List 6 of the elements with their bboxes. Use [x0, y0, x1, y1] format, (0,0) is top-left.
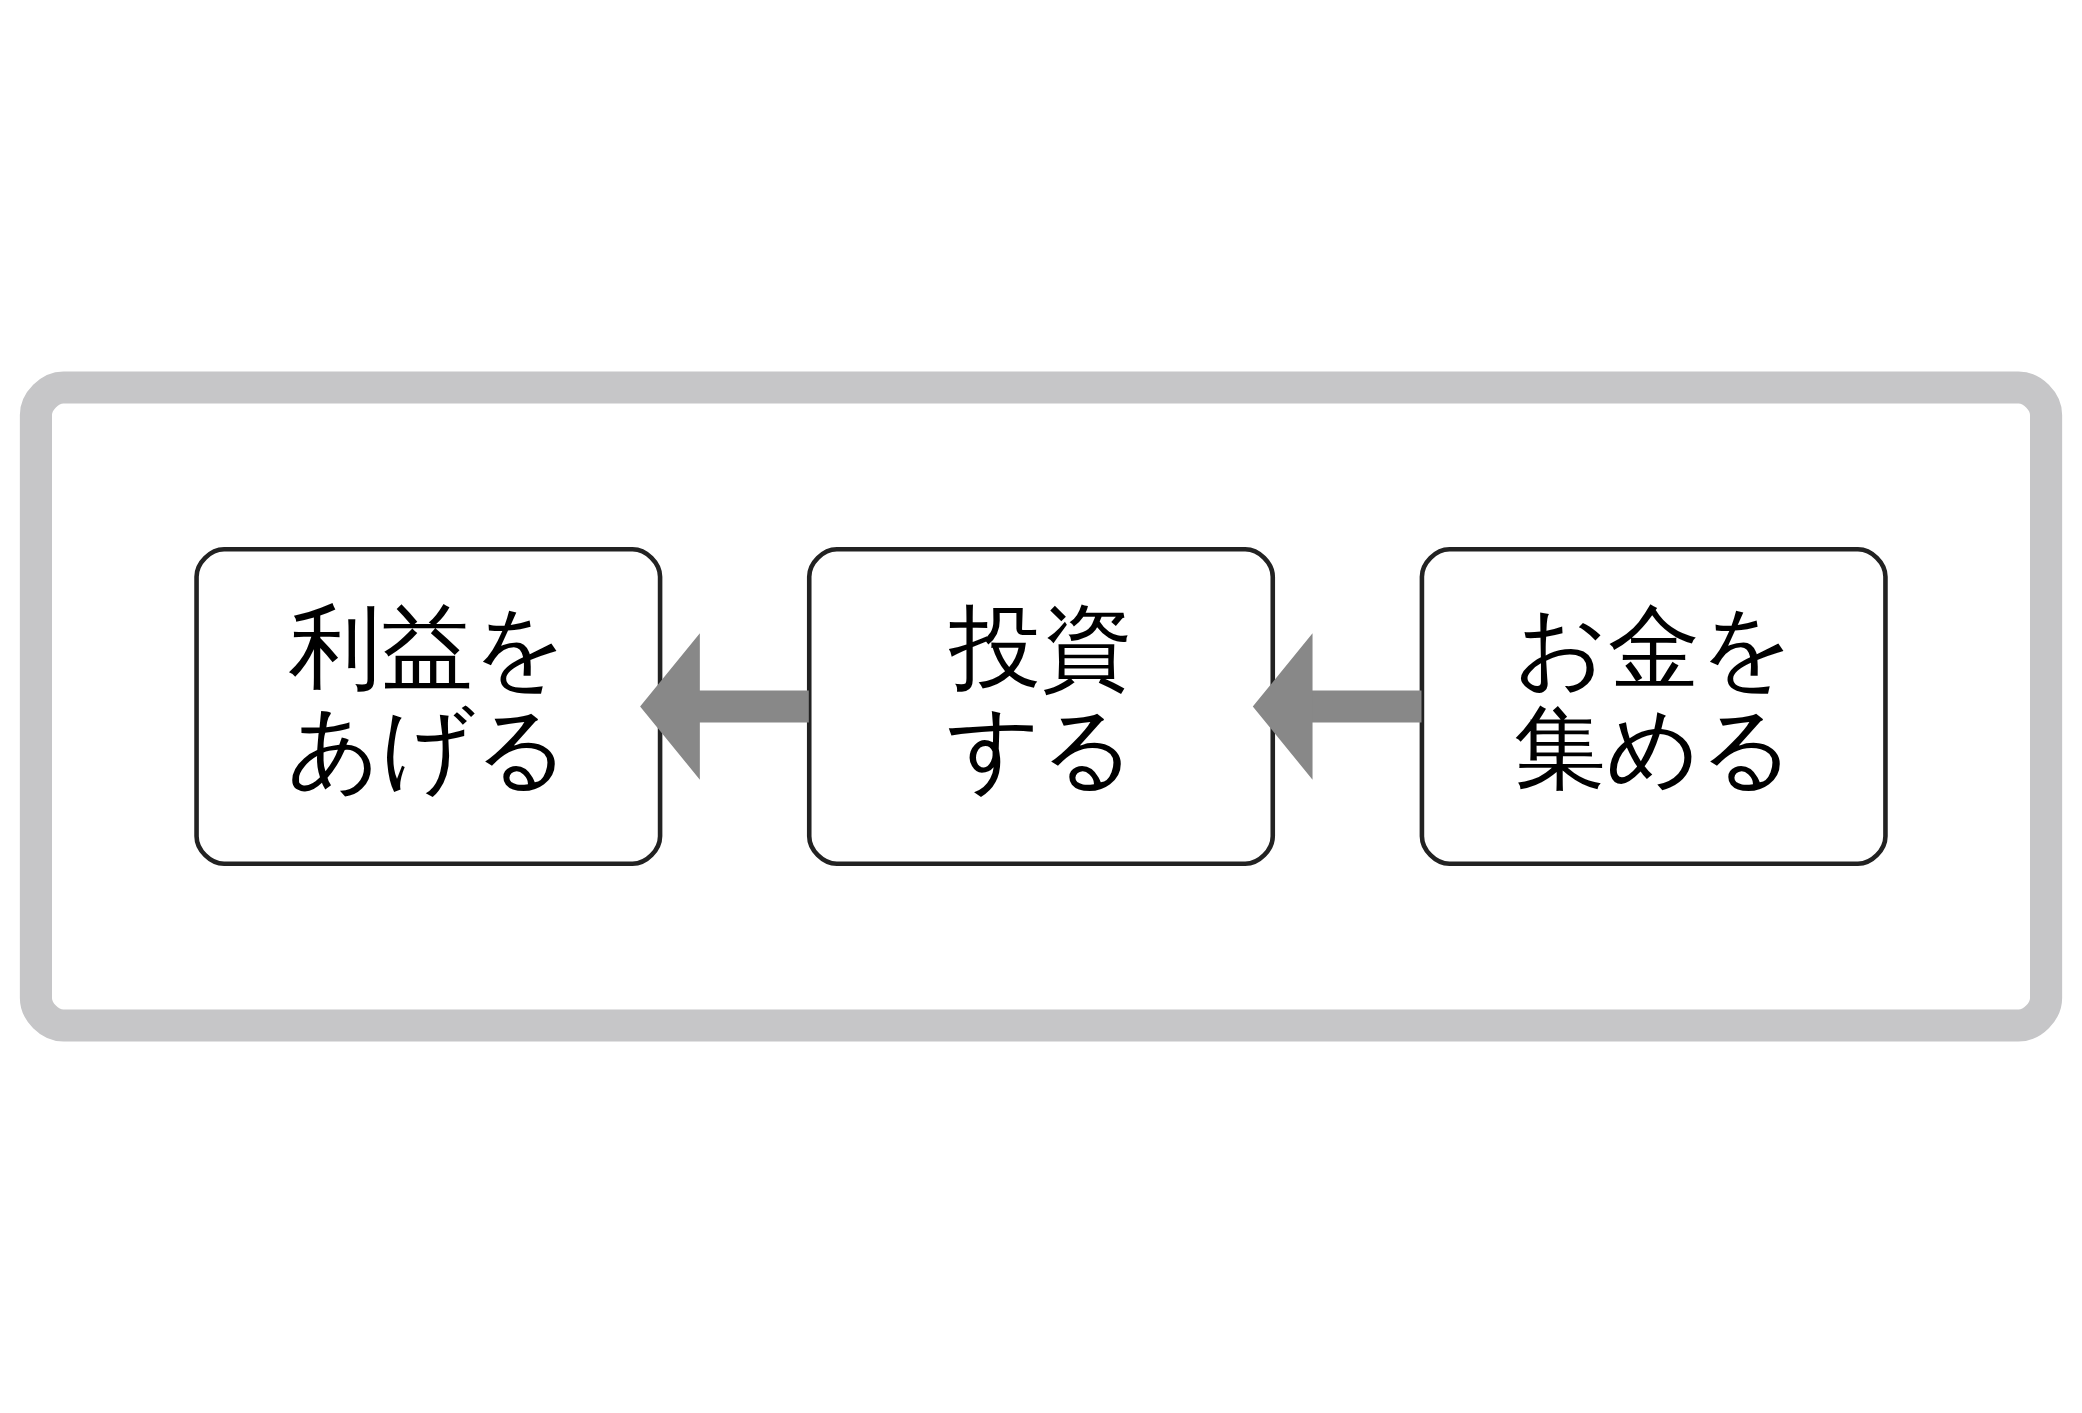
arrow — [1252, 633, 1422, 780]
cluster — [19, 371, 2063, 1042]
node-box: 投資する — [806, 547, 1276, 866]
node-box: お金を集める — [1419, 547, 1888, 866]
arrow — [640, 633, 809, 780]
node-box: 利益をあげる — [194, 547, 663, 866]
